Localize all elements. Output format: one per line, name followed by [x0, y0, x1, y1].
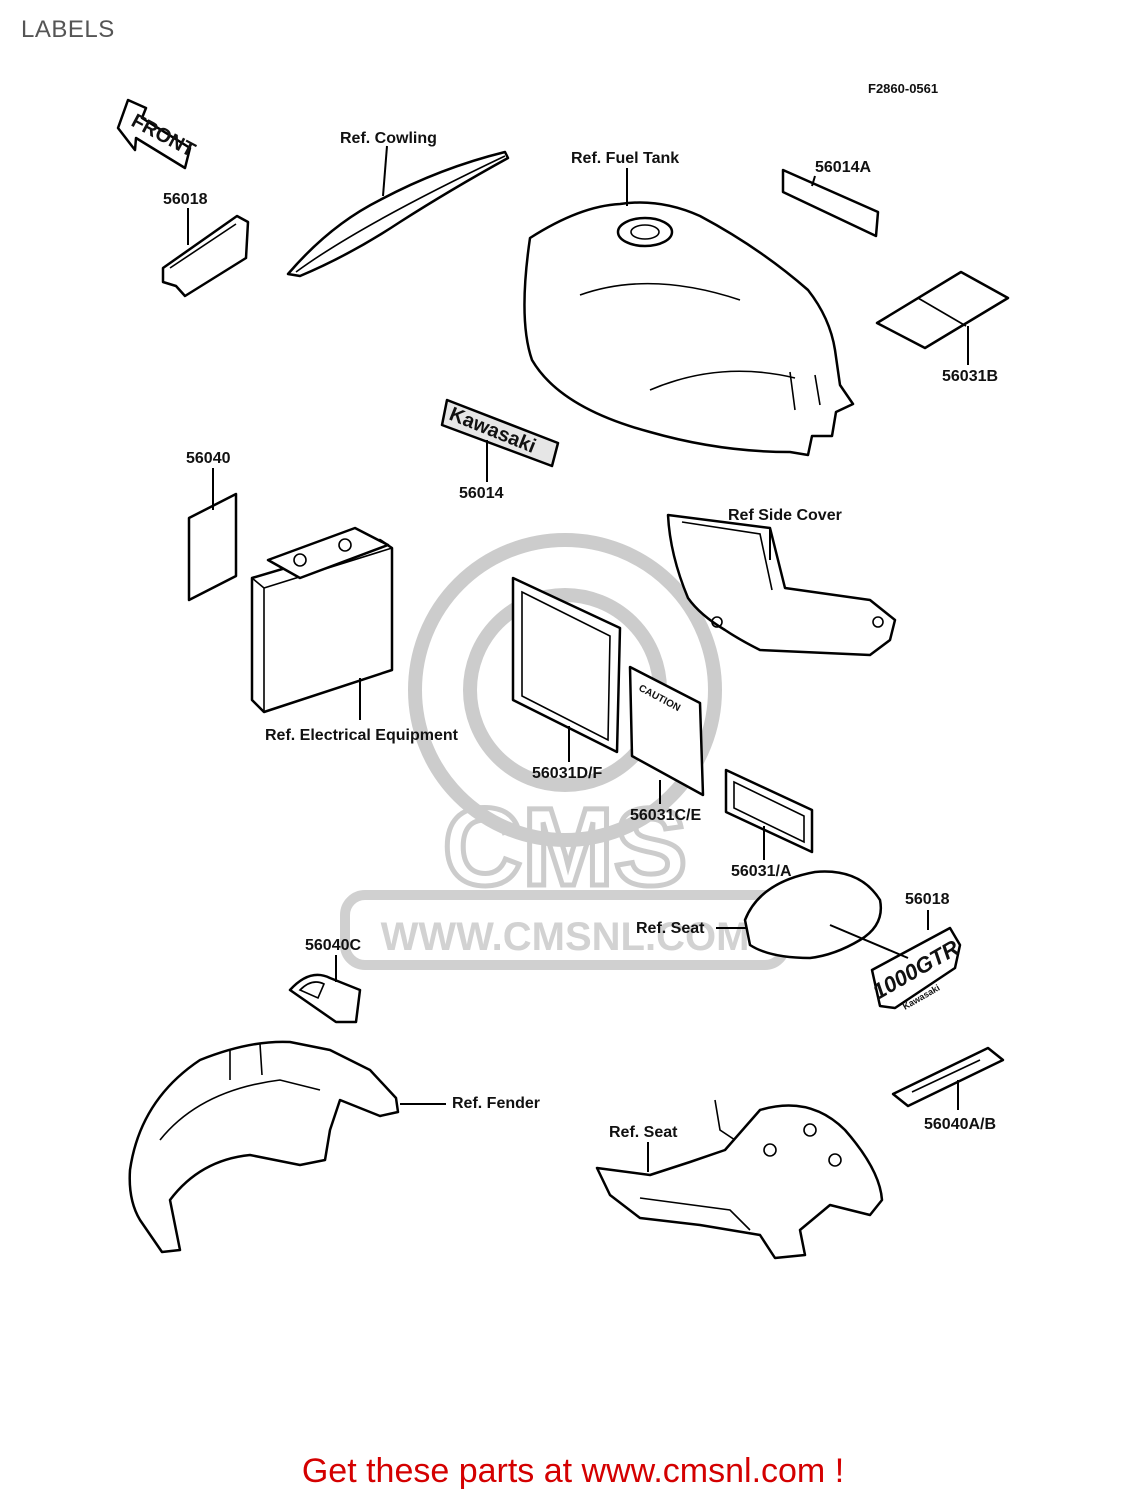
callout-ref-cowling: Ref. Cowling — [340, 130, 437, 147]
callout-56031b: 56031B — [942, 368, 998, 385]
callout-56031ce: 56031C/E — [630, 807, 701, 824]
callout-ref-seat-bottom: Ref. Seat — [609, 1124, 678, 1141]
seat-cowl-outline-bottom: Ref. Seat — [595, 1099, 884, 1260]
callout-56031df: 56031D/F — [532, 765, 602, 782]
promo-link-text[interactable]: Get these parts at www.cmsnl.com ! — [301, 1452, 845, 1490]
battery-outline: Ref. Electrical Equipment — [250, 526, 459, 744]
watermark-url: WWW.CMSNL.COM — [381, 915, 750, 959]
callout-ref-fuel-tank: Ref. Fuel Tank — [571, 150, 679, 167]
callout-56018-a: 56018 — [163, 191, 208, 208]
part-56040c-label: 56040C — [288, 937, 361, 1024]
part-56031ce-caution-label: CAUTION 56031C/E — [628, 665, 705, 824]
part-56031a-label: 56031/A — [724, 768, 814, 880]
callout-56014: 56014 — [459, 485, 504, 502]
part-56018-label-a: 56018 — [161, 191, 250, 298]
callout-56040c: 56040C — [305, 937, 361, 954]
part-56031b-label: 56031B — [875, 270, 1010, 385]
callout-ref-seat-top: Ref. Seat — [636, 920, 705, 937]
callout-56018-b: 56018 — [905, 891, 950, 908]
page-title: LABELS — [21, 16, 115, 43]
part-56014a-strip: 56014A — [781, 159, 880, 238]
seat-outline-top: Ref. Seat — [636, 870, 883, 960]
callout-56040ab: 56040A/B — [924, 1116, 996, 1133]
callout-ref-side-cover: Ref Side Cover — [728, 507, 842, 524]
fender-outline: Ref. Fender — [128, 1040, 540, 1254]
kawasaki-decal: Kawasaki 56014 — [440, 398, 560, 502]
callout-56031a: 56031/A — [731, 863, 792, 880]
part-56040-label: 56040 — [186, 450, 238, 602]
side-cover-outline: Ref Side Cover — [666, 507, 897, 657]
part-56040ab-strip: 56040A/B — [891, 1046, 1005, 1133]
part-56031df-label: 56031D/F — [511, 576, 622, 782]
front-arrow-decal: FRONT — [116, 98, 199, 170]
callout-ref-fender: Ref. Fender — [452, 1095, 540, 1112]
figure-code: F2860-0561 — [868, 81, 938, 96]
callout-56040: 56040 — [186, 450, 231, 467]
callout-56014a: 56014A — [815, 159, 871, 176]
fuel-tank-outline: Ref. Fuel Tank — [523, 150, 855, 457]
callout-ref-electrical-equipment: Ref. Electrical Equipment — [265, 727, 459, 744]
cowling-outline: Ref. Cowling — [286, 130, 510, 278]
watermark-brand: CMS — [443, 786, 687, 909]
watermark: CMS WWW.CMSNL.COM — [340, 533, 790, 970]
